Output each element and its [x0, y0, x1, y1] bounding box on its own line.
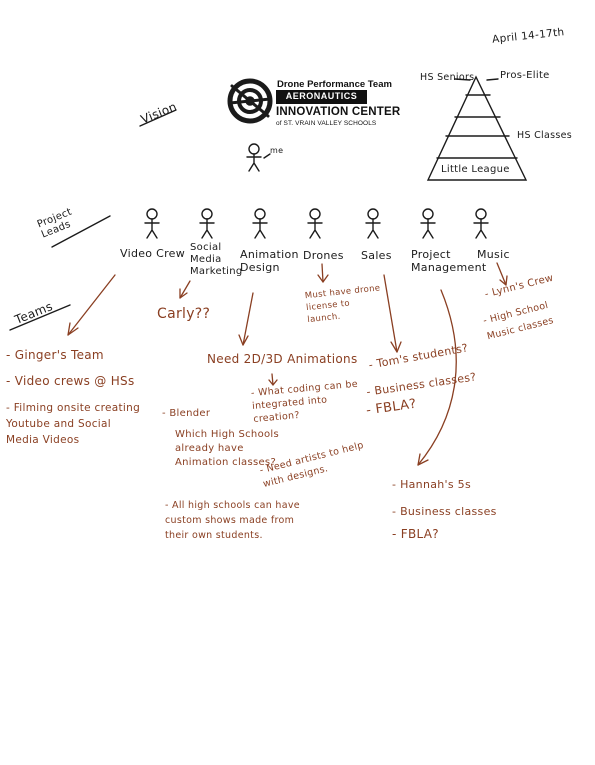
pm-note-2: - Business classes	[392, 505, 497, 518]
logo-title: Drone Performance Team	[277, 79, 392, 90]
animation-item-which-schools: Which High Schools already have Animatio…	[175, 429, 279, 468]
pyramid-base-label: Little League	[441, 164, 510, 175]
logo-sub-text: of ST. VRAIN VALLEY SCHOOLS	[276, 120, 377, 127]
video-note-2: - Video crews @ HSs	[6, 374, 135, 388]
pyramid-diagram	[426, 75, 528, 181]
animation-item-custom-shows: - All high schools can have custom shows…	[165, 500, 300, 541]
pm-note-3: - FBLA?	[392, 527, 439, 541]
animation-heading: Need 2D/3D Animations	[207, 352, 358, 366]
role-social-media: Social Media Marketing	[190, 242, 243, 277]
role-animation-design: Animation Design	[240, 248, 299, 274]
lead-stick-figures	[144, 208, 489, 239]
me-stick-figure	[246, 143, 271, 172]
role-sales: Sales	[361, 249, 392, 262]
pyramid-top-left-label: HS Seniors	[420, 72, 475, 83]
role-project-management: Project Management	[411, 248, 487, 274]
pyramid-middle-label: HS Classes	[517, 130, 572, 141]
logo-main-text: INNOVATION CENTER	[276, 106, 401, 118]
pm-note-1: - Hannah's 5s	[392, 478, 472, 491]
pyramid-top-right-label: Pros-Elite	[500, 70, 550, 81]
propeller-logo-icon	[227, 78, 273, 124]
video-note-3: - Filming onsite creating Youtube and So…	[6, 402, 141, 446]
role-video-crew: Video Crew	[120, 247, 186, 260]
animation-item-blender: - Blender	[162, 408, 211, 419]
logo-band-text: AERONAUTICS	[285, 91, 358, 101]
me-label: me	[270, 146, 284, 155]
role-drones: Drones	[303, 249, 344, 262]
video-note-1: - Ginger's Team	[6, 348, 104, 362]
brown-arrows	[67, 262, 508, 466]
social-note: Carly??	[157, 306, 211, 322]
logo-band: AERONAUTICS	[276, 90, 367, 104]
role-music: Music	[477, 248, 510, 261]
